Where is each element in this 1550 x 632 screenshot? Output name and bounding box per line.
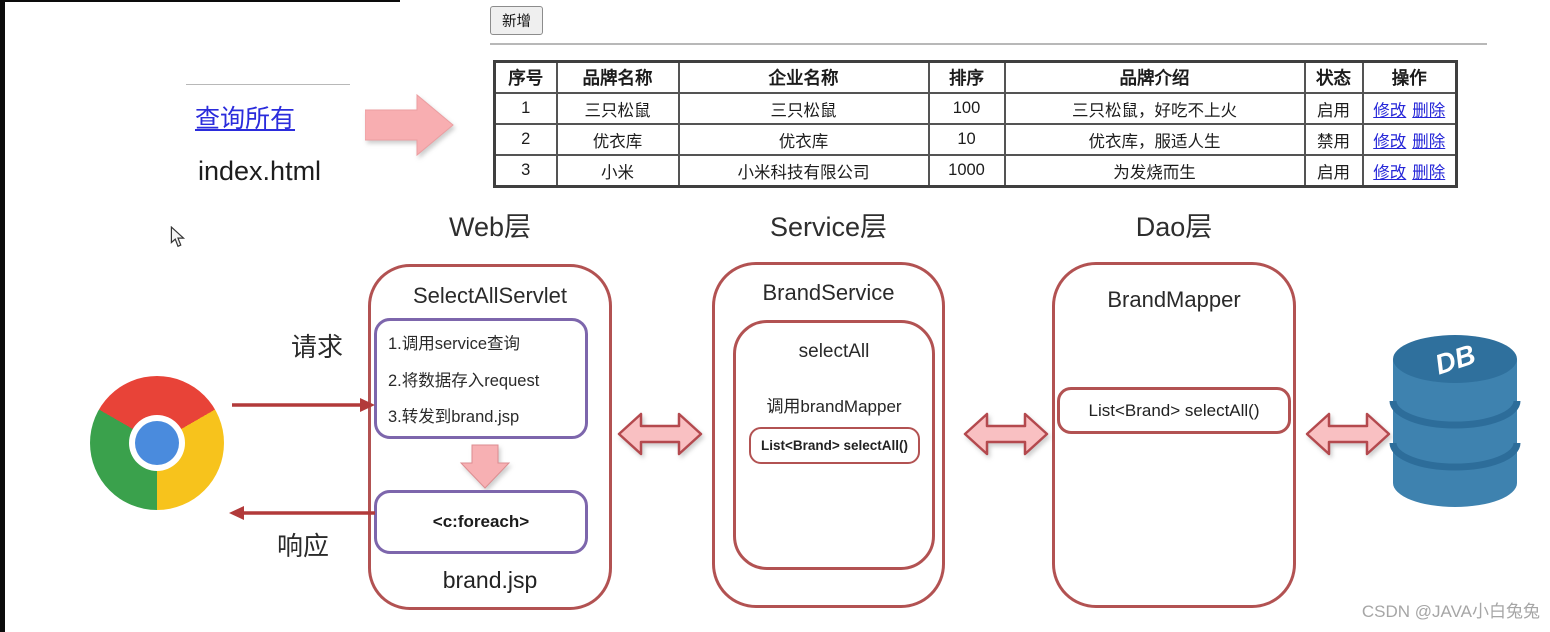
cell-company: 优衣库 bbox=[677, 123, 930, 156]
query-all-link[interactable]: 查询所有 bbox=[195, 105, 296, 133]
servlet-step: 3.转发到brand.jsp bbox=[388, 408, 520, 426]
down-arrow-icon bbox=[459, 444, 511, 489]
cell-company: 小米科技有限公司 bbox=[677, 154, 930, 188]
col-header-brand: 品牌名称 bbox=[555, 60, 680, 94]
request-arrow-icon bbox=[232, 398, 375, 412]
dao-signature: List<Brand> selectAll() bbox=[1088, 400, 1260, 420]
col-header-company: 企业名称 bbox=[677, 60, 930, 94]
cell-brand: 小米 bbox=[555, 154, 680, 188]
response-arrow-icon bbox=[229, 506, 375, 520]
cell-no: 2 bbox=[493, 123, 558, 156]
table-header-row: 序号 品牌名称 企业名称 排序 品牌介绍 状态 操作 bbox=[493, 60, 1458, 94]
service-signature-box: List<Brand> selectAll() bbox=[749, 427, 920, 464]
top-edge-bar bbox=[5, 0, 400, 2]
dao-signature-box: List<Brand> selectAll() bbox=[1057, 387, 1291, 434]
service-layer-label: Service层 bbox=[769, 212, 888, 242]
index-filename: index.html bbox=[198, 156, 322, 186]
cell-no: 1 bbox=[493, 92, 558, 125]
dao-layer-label: Dao层 bbox=[1135, 212, 1213, 242]
delete-link[interactable]: 删除 bbox=[1412, 132, 1446, 151]
cell-status: 启用 bbox=[1303, 92, 1364, 125]
cell-order: 10 bbox=[927, 123, 1006, 156]
cell-status: 禁用 bbox=[1303, 123, 1364, 156]
brand-jsp-label: brand.jsp bbox=[442, 567, 538, 593]
chrome-browser-icon bbox=[90, 376, 224, 510]
right-arrow-icon bbox=[365, 93, 454, 157]
cell-brand: 优衣库 bbox=[555, 123, 680, 156]
service-layer-box bbox=[712, 262, 945, 608]
servlet-title: SelectAllServlet bbox=[412, 283, 568, 308]
call-brandmapper-label: 调用brandMapper bbox=[766, 397, 902, 416]
delete-link[interactable]: 删除 bbox=[1412, 101, 1446, 120]
select-all-label: selectAll bbox=[798, 341, 870, 362]
chrome-dot bbox=[135, 421, 179, 465]
table-row: 1 三只松鼠 三只松鼠 100 三只松鼠，好吃不上火 启用 修改删除 bbox=[493, 92, 1458, 125]
add-button[interactable]: 新增 bbox=[490, 6, 543, 35]
horizontal-rule-top bbox=[490, 43, 1487, 45]
cell-brand: 三只松鼠 bbox=[555, 92, 680, 125]
cell-desc: 三只松鼠，好吃不上火 bbox=[1003, 92, 1306, 125]
servlet-steps-box: 1.调用service查询 2.将数据存入request 3.转发到brand.… bbox=[374, 318, 588, 439]
col-header-desc: 品牌介绍 bbox=[1003, 60, 1306, 94]
double-arrow-icon bbox=[1305, 412, 1391, 456]
cell-status: 启用 bbox=[1303, 154, 1364, 188]
dao-layer-box bbox=[1052, 262, 1296, 608]
foreach-label: <c:foreach> bbox=[432, 512, 530, 531]
foreach-box: <c:foreach> bbox=[374, 490, 588, 554]
brand-mapper-title: BrandMapper bbox=[1107, 287, 1241, 312]
service-signature: List<Brand> selectAll() bbox=[760, 438, 909, 453]
col-header-status: 状态 bbox=[1303, 60, 1364, 94]
brand-service-title: BrandService bbox=[762, 280, 895, 305]
cell-no: 3 bbox=[493, 154, 558, 188]
servlet-step: 2.将数据存入request bbox=[388, 371, 540, 390]
table-row: 2 优衣库 优衣库 10 优衣库，服适人生 禁用 修改删除 bbox=[493, 123, 1458, 156]
edit-link[interactable]: 修改 bbox=[1373, 132, 1407, 151]
cell-order: 100 bbox=[927, 92, 1006, 125]
col-header-actions: 操作 bbox=[1361, 60, 1458, 94]
table-row: 3 小米 小米科技有限公司 1000 为发烧而生 启用 修改删除 bbox=[493, 154, 1458, 188]
watermark: CSDN @JAVA小白兔兔 bbox=[1361, 602, 1540, 621]
double-arrow-icon bbox=[963, 412, 1049, 456]
cell-desc: 为发烧而生 bbox=[1003, 154, 1306, 188]
delete-link[interactable]: 删除 bbox=[1412, 163, 1446, 182]
mouse-cursor-icon bbox=[170, 226, 186, 248]
response-label: 响应 bbox=[277, 531, 330, 561]
edit-link[interactable]: 修改 bbox=[1373, 163, 1407, 182]
cell-company: 三只松鼠 bbox=[677, 92, 930, 125]
servlet-step: 1.调用service查询 bbox=[388, 335, 521, 353]
request-label: 请求 bbox=[291, 332, 344, 362]
brand-table: 序号 品牌名称 企业名称 排序 品牌介绍 状态 操作 1 三只松鼠 三只松鼠 1… bbox=[493, 60, 1458, 188]
database-icon: DB bbox=[1389, 335, 1521, 507]
col-header-no: 序号 bbox=[493, 60, 558, 94]
horizontal-rule-left bbox=[186, 84, 350, 85]
cell-desc: 优衣库，服适人生 bbox=[1003, 123, 1306, 156]
web-layer-box bbox=[368, 264, 612, 610]
double-arrow-icon bbox=[617, 412, 703, 456]
col-header-order: 排序 bbox=[927, 60, 1006, 94]
left-edge-bar bbox=[0, 0, 5, 632]
edit-link[interactable]: 修改 bbox=[1373, 101, 1407, 120]
cell-order: 1000 bbox=[927, 154, 1006, 188]
web-layer-label: Web层 bbox=[448, 212, 532, 242]
select-all-method-box bbox=[733, 320, 935, 570]
